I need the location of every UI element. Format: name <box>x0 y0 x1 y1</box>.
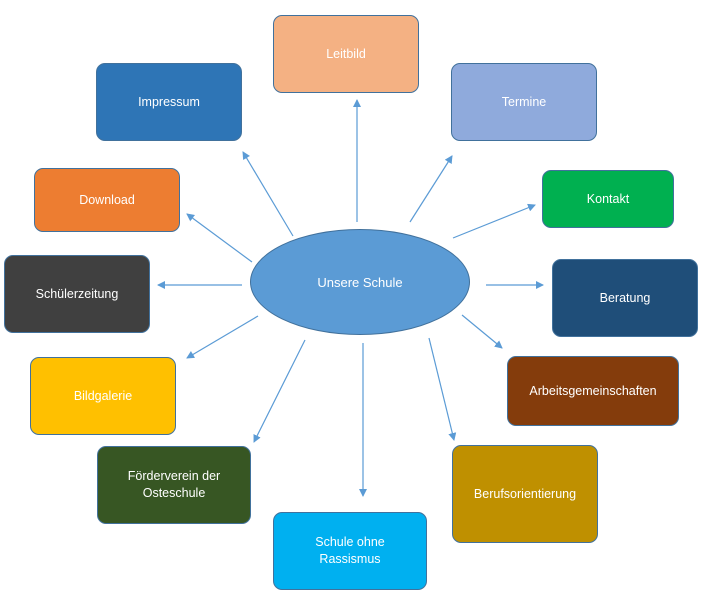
node-kontakt[interactable]: Kontakt <box>542 170 674 228</box>
arrow-to-termine <box>409 155 453 223</box>
central-topic-label: Unsere Schule <box>317 274 403 290</box>
node-kontakt-label: Kontakt <box>586 191 630 206</box>
node-arbeitsgemeinschaften-label: Arbeitsgemeinschaften <box>529 383 657 398</box>
node-impressum[interactable]: Impressum <box>96 63 242 141</box>
node-beratung-label: Beratung <box>599 290 651 305</box>
node-foerderverein[interactable]: Förderverein der Osteschule <box>97 446 251 524</box>
arrow-to-kontakt <box>452 203 536 239</box>
node-schuelerzeitung[interactable]: Schülerzeitung <box>4 255 150 333</box>
node-foerderverein-label: Förderverein der Osteschule <box>127 469 221 500</box>
node-termine-label: Termine <box>501 94 547 109</box>
central-topic-unsere-schule[interactable]: Unsere Schule <box>250 229 470 335</box>
node-bildgalerie-label: Bildgalerie <box>73 388 133 403</box>
node-arbeitsgemeinschaften[interactable]: Arbeitsgemeinschaften <box>507 356 679 426</box>
arrow-to-bildgalerie <box>186 315 259 359</box>
node-leitbild-label: Leitbild <box>326 46 366 61</box>
arrow-to-foerderverein <box>253 339 306 443</box>
node-leitbild[interactable]: Leitbild <box>273 15 419 93</box>
node-termine[interactable]: Termine <box>451 63 597 141</box>
arrow-to-impressum <box>242 151 294 237</box>
node-download[interactable]: Download <box>34 168 180 232</box>
node-schule-ohne-rassismus[interactable]: Schule ohne Rassismus <box>273 512 427 590</box>
arrow-to-berufsorientierung <box>428 337 457 441</box>
node-beratung[interactable]: Beratung <box>552 259 698 337</box>
node-schuelerzeitung-label: Schülerzeitung <box>35 286 119 301</box>
node-impressum-label: Impressum <box>138 94 200 109</box>
node-schule-ohne-rassismus-label: Schule ohne Rassismus <box>315 535 385 566</box>
arrow-to-ags <box>461 314 503 349</box>
node-download-label: Download <box>79 192 135 207</box>
node-berufsorientierung[interactable]: Berufsorientierung <box>452 445 598 543</box>
node-bildgalerie[interactable]: Bildgalerie <box>30 357 176 435</box>
arrow-to-download <box>186 213 253 263</box>
node-berufsorientierung-label: Berufsorientierung <box>473 486 577 501</box>
